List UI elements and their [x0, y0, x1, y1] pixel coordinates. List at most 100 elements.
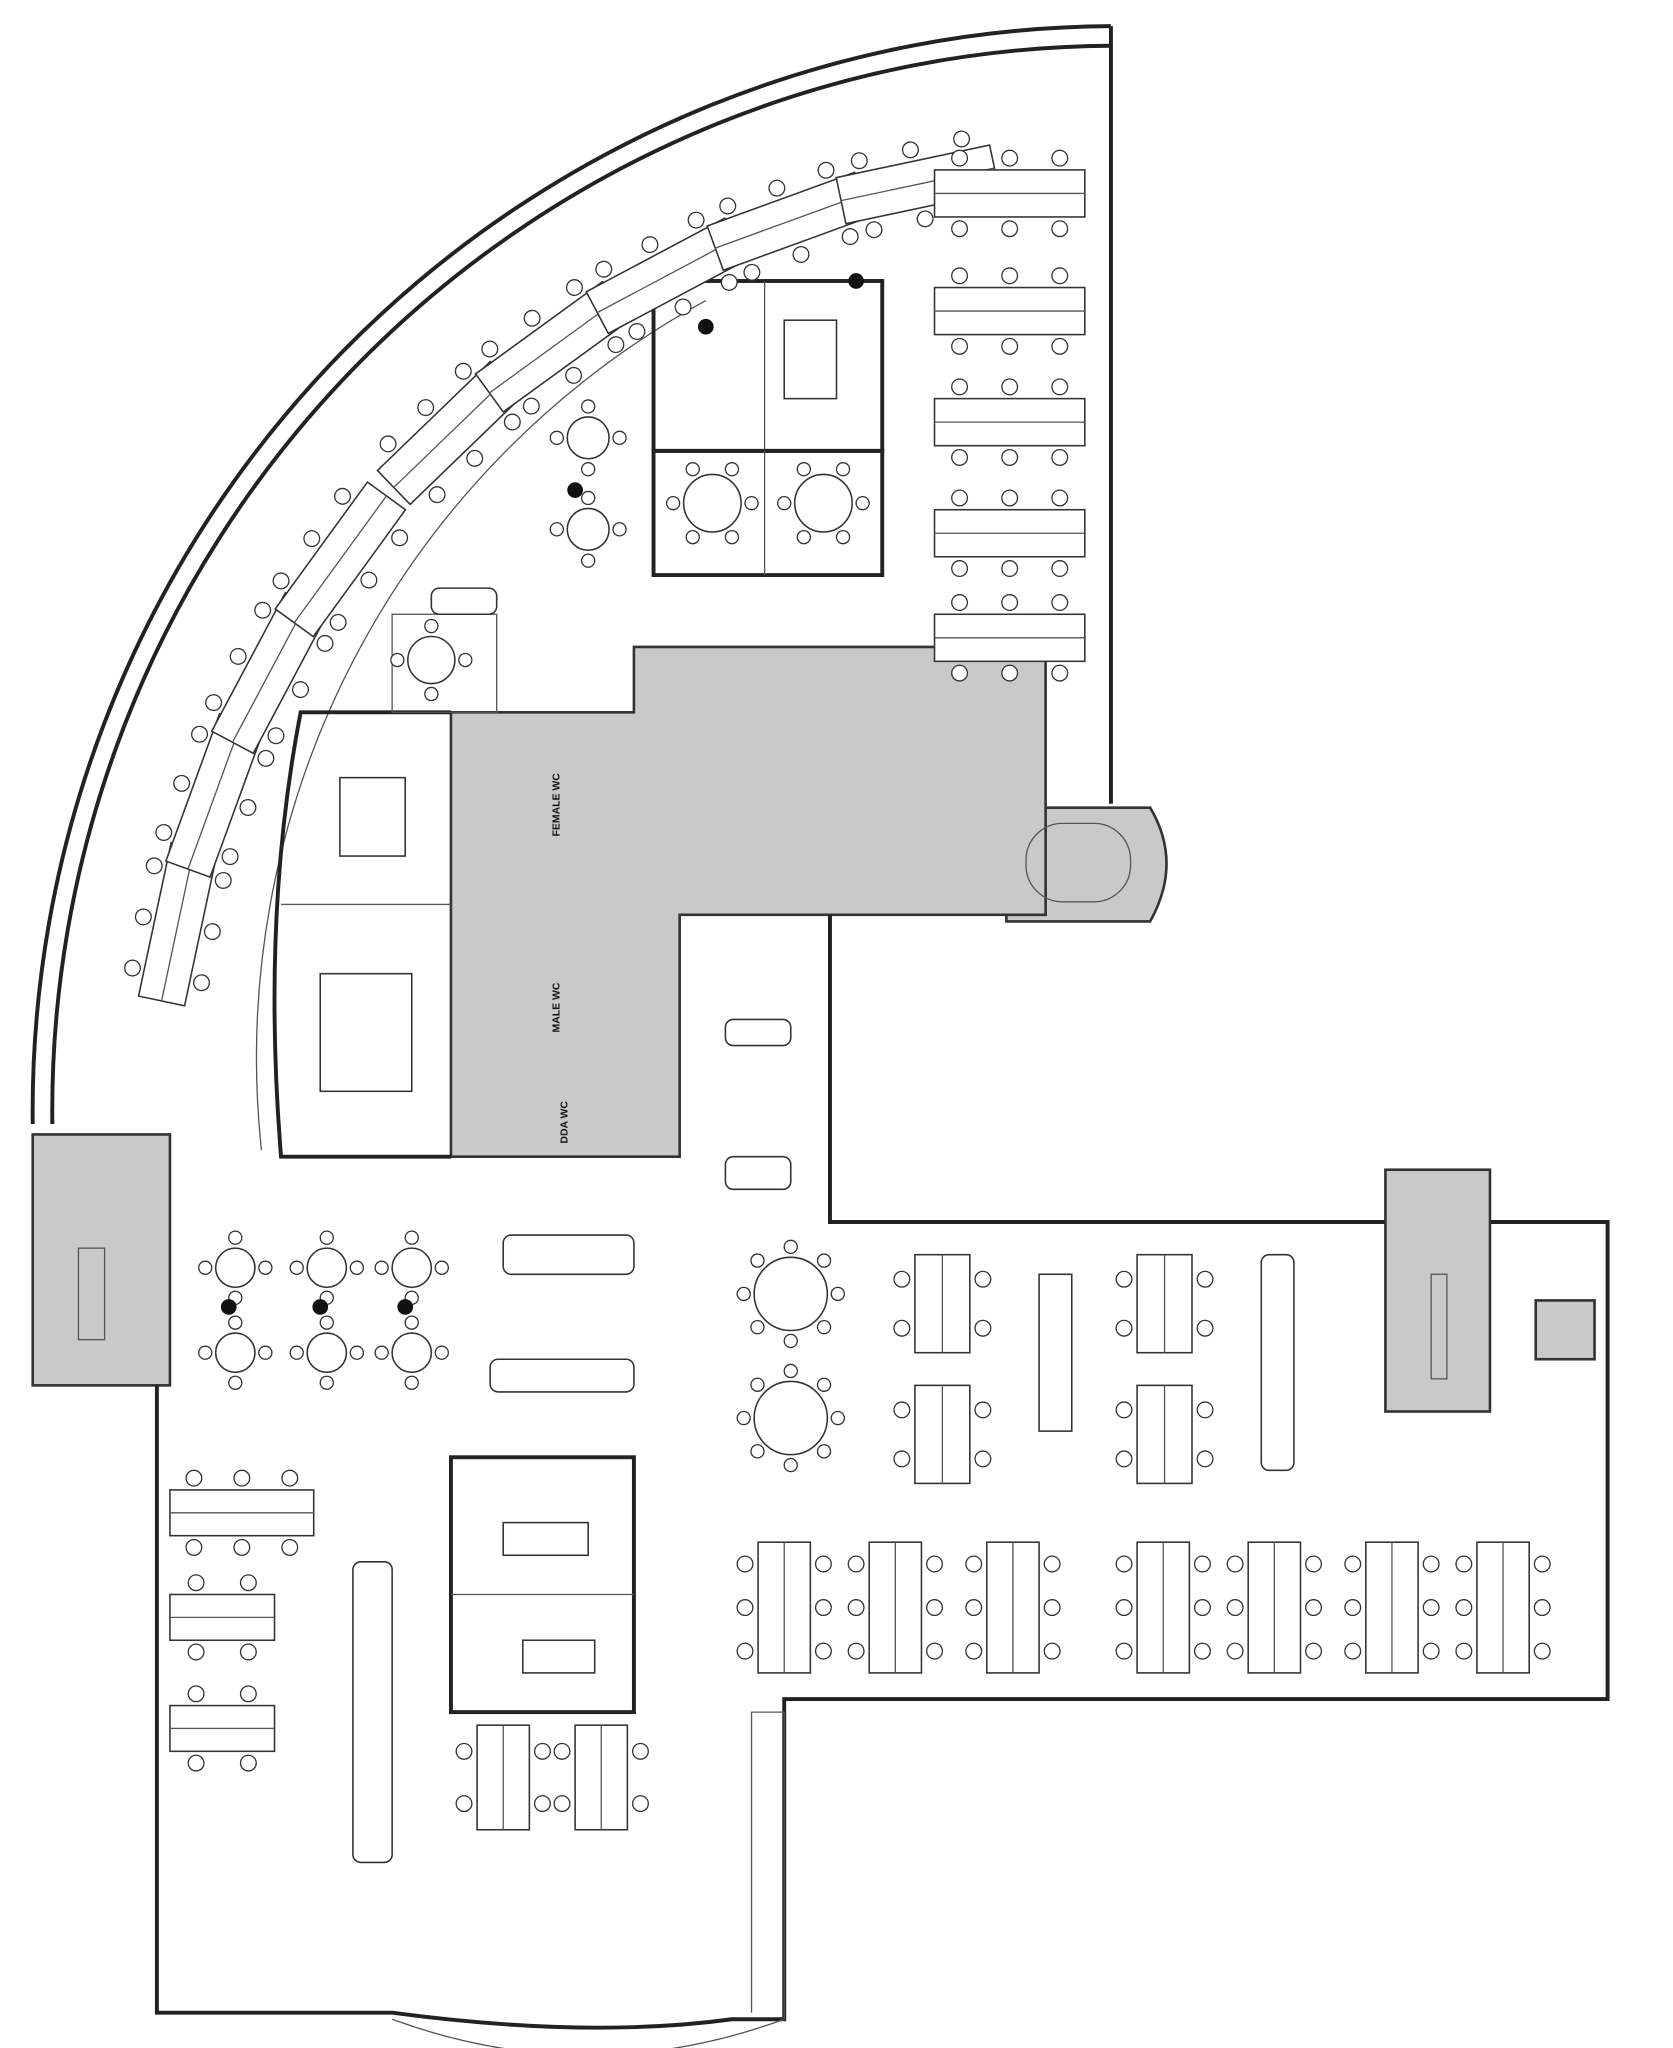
chair [951, 664, 969, 682]
chair [187, 1754, 205, 1772]
chair [736, 1410, 751, 1426]
plant-icon [697, 318, 714, 335]
chair [1001, 378, 1019, 396]
chair [1196, 1401, 1214, 1419]
chair [641, 236, 659, 254]
desk-cluster [123, 841, 232, 1007]
chair [349, 1260, 365, 1275]
chair [768, 179, 786, 197]
meeting-table [339, 776, 406, 857]
chair [191, 725, 209, 743]
chair [1001, 337, 1019, 355]
round-table [198, 1315, 273, 1390]
chair [281, 1538, 299, 1556]
chair [1051, 560, 1069, 578]
chair [454, 362, 472, 380]
chair [974, 1401, 992, 1419]
sofa [724, 1155, 792, 1191]
chair [316, 634, 334, 652]
chair [1226, 1642, 1244, 1660]
chair [374, 1260, 389, 1275]
dda-wc-label: DDA WC [559, 1101, 570, 1144]
round-table [549, 399, 627, 477]
chair [951, 489, 969, 507]
desk-cluster [893, 1253, 992, 1354]
chair [847, 1642, 865, 1660]
chair [628, 323, 646, 341]
table-top [306, 1332, 348, 1374]
chair [214, 871, 232, 889]
chair [744, 495, 759, 511]
chair [865, 221, 883, 239]
chair [239, 1754, 257, 1772]
chair [685, 462, 700, 477]
chair [1344, 1555, 1362, 1573]
table-top [391, 1332, 433, 1374]
meeting-pods [651, 448, 885, 578]
chair [549, 430, 564, 446]
chair [1115, 1450, 1133, 1468]
chair [257, 749, 275, 767]
chair [1196, 1270, 1214, 1288]
meeting-rooms-south [448, 1455, 636, 1715]
sofa [430, 587, 498, 616]
chair [417, 399, 435, 417]
chair [1305, 1599, 1323, 1617]
desk-cluster [585, 211, 748, 341]
stair-flight-west [77, 1247, 106, 1341]
chair [228, 1315, 243, 1330]
chair [951, 337, 969, 355]
round-table [198, 1230, 273, 1305]
desk-divider [489, 300, 617, 394]
chair [434, 1260, 449, 1275]
chair [1115, 1599, 1133, 1617]
chair [1001, 560, 1019, 578]
desk-cluster [933, 378, 1086, 466]
chair [428, 486, 446, 504]
south-terrace [391, 1711, 785, 2048]
chair [1001, 489, 1019, 507]
chair [736, 1599, 754, 1617]
desk-cluster [893, 1384, 992, 1485]
chair [1305, 1555, 1323, 1573]
chair [404, 1230, 419, 1245]
desk-cluster [1455, 1541, 1551, 1674]
chair [830, 1410, 845, 1426]
chair [185, 1538, 203, 1556]
chair [595, 260, 613, 278]
chair [580, 462, 596, 477]
male-wc-label: MALE WC [551, 982, 562, 1032]
chair [736, 1555, 754, 1573]
chair [289, 1345, 304, 1360]
desk-cluster [933, 267, 1086, 355]
chair [1422, 1599, 1440, 1617]
chair [1226, 1599, 1244, 1617]
chair [1043, 1555, 1061, 1573]
chair [229, 647, 247, 665]
plant-icon [312, 1299, 329, 1315]
chair [458, 652, 473, 668]
sofa [352, 1561, 393, 1864]
chair [750, 1253, 765, 1268]
chair [814, 1555, 832, 1573]
chair [289, 1260, 304, 1275]
chair [847, 1599, 865, 1617]
chair [187, 1574, 205, 1592]
chair [893, 1270, 911, 1288]
chair [466, 449, 484, 467]
chair [1001, 594, 1019, 612]
chair [1344, 1599, 1362, 1617]
chair [916, 210, 934, 228]
chair [1001, 448, 1019, 466]
chair [1455, 1599, 1473, 1617]
round-table [374, 1230, 449, 1305]
chair [951, 220, 969, 238]
chair [123, 959, 141, 977]
chair [580, 490, 596, 506]
chair [1193, 1599, 1211, 1617]
chair [258, 1345, 273, 1360]
chair [835, 529, 851, 545]
chair [424, 686, 439, 702]
chair [792, 245, 810, 263]
round-table [777, 462, 870, 545]
